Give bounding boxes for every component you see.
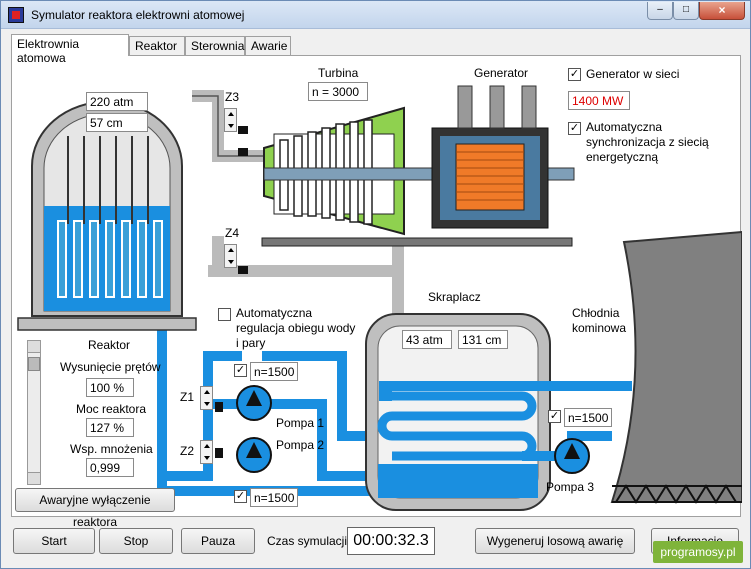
maximize-button[interactable]: □ [673, 2, 699, 20]
auto-sync-label: Automatyczna synchronizacja z siecią ene… [586, 120, 709, 164]
turbine-speed-field: n = 3000 [308, 82, 368, 101]
mult-label: Wsp. mnożenia [70, 442, 153, 456]
valve-z3-spinner[interactable] [224, 108, 237, 132]
minimize-button[interactable]: – [647, 2, 673, 20]
mult-value-field: 0,999 [86, 458, 134, 477]
sim-time-label: Czas symulacji [267, 534, 348, 548]
pump1-checkbox[interactable]: ✓ [234, 364, 247, 377]
pump1-icon[interactable] [236, 385, 272, 421]
generator-grid-label: Generator w sieci [586, 67, 680, 81]
generator-grid-checkbox[interactable]: ✓ [568, 68, 581, 81]
condenser-pressure-field: 43 atm [402, 330, 452, 349]
watermark: programosy.pl [653, 541, 743, 563]
valve-z4-label: Z4 [225, 226, 240, 240]
cooling-tower-label: Chłodnia kominowa [572, 306, 627, 335]
pump1-speed-field: n=1500 [250, 362, 298, 381]
tab-awarie[interactable]: Awarie [245, 36, 291, 55]
scroll-down-button[interactable] [28, 472, 40, 484]
valve-z4-spinner[interactable] [224, 244, 237, 268]
app-icon [8, 7, 24, 23]
valve-z2-spinner[interactable] [200, 440, 213, 464]
pump3-speed-field: n=1500 [564, 408, 612, 427]
emergency-shutdown-button[interactable]: Awaryjne wyłączenie reaktora [15, 488, 175, 529]
valve-z2-label: Z2 [180, 444, 195, 458]
power-label: Moc reaktora [76, 402, 147, 416]
pause-button[interactable]: Pauza [181, 528, 255, 554]
reactor-level-field: 57 cm [86, 113, 148, 132]
pump2-speed-field: n=1500 [250, 488, 298, 507]
tab-sterownia[interactable]: Sterownia [185, 36, 245, 55]
valve-z1-label: Z1 [180, 390, 195, 404]
reactor-pressure-field: 220 atm [86, 92, 148, 111]
condenser-label: Skraplacz [428, 290, 481, 304]
generator-power-field: 1400 MW [568, 91, 630, 110]
sim-time-display: 00:00:32.3 [347, 527, 435, 555]
tab-elektrownia[interactable]: Elektrownia atomowa [11, 34, 129, 65]
stop-button[interactable]: Stop [99, 528, 173, 554]
window-title: Symulator reaktora elektrowni atomowej [31, 8, 245, 22]
scroll-thumb[interactable] [28, 357, 40, 371]
valve-z1-spinner[interactable] [200, 386, 213, 410]
pump3-checkbox[interactable]: ✓ [548, 410, 561, 423]
turbine-label: Turbina [318, 66, 359, 80]
plant-diagram [17, 85, 742, 511]
start-button[interactable]: Start [13, 528, 95, 554]
cooling-tower [610, 230, 742, 503]
generator-label: Generator [474, 66, 529, 80]
generator-core [455, 143, 525, 211]
pump3-icon[interactable] [554, 438, 590, 474]
rods-value-field: 100 % [86, 378, 134, 397]
rods-label: Wysunięcie prętów [60, 360, 161, 374]
condenser-level-field: 131 cm [458, 330, 508, 349]
tab-reaktor[interactable]: Reaktor [129, 36, 185, 55]
close-button[interactable]: × [699, 2, 745, 20]
pump2-icon[interactable] [236, 437, 272, 473]
plant-diagram-panel: 220 atm 57 cm Turbina n = 3000 Generator… [11, 55, 742, 529]
scroll-up-button[interactable] [28, 341, 40, 353]
reactor-section-title: Reaktor [88, 338, 131, 352]
pump2-label: Pompa 2 [276, 438, 325, 452]
auto-sync-checkbox[interactable]: ✓ [568, 122, 581, 135]
auto-regulation-label: Automatyczna regulacja obiegu wody i par… [236, 306, 356, 350]
valve-z3-label: Z3 [225, 90, 240, 104]
pump3-label: Pompa 3 [546, 480, 595, 494]
title-bar: Symulator reaktora elektrowni atomowej –… [1, 1, 750, 29]
random-failure-button[interactable]: Wygeneruj losową awarię [475, 528, 635, 554]
rods-scrollbar[interactable] [27, 340, 41, 485]
power-value-field: 127 % [86, 418, 134, 437]
auto-regulation-checkbox[interactable] [218, 308, 231, 321]
pump2-checkbox[interactable]: ✓ [234, 490, 247, 503]
pump1-label: Pompa 1 [276, 416, 325, 430]
